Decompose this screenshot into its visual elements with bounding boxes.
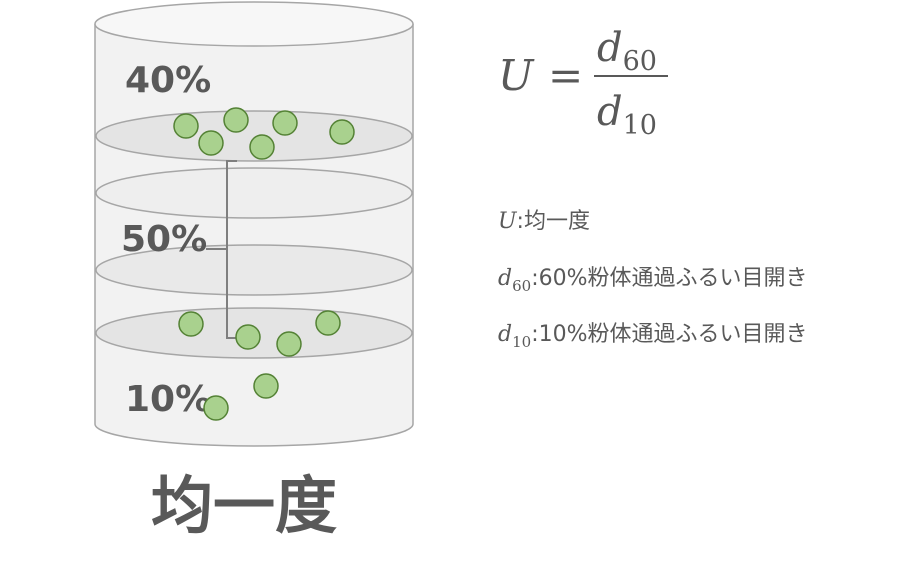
particle [198,130,224,156]
cylinder-top [94,1,414,47]
particle [203,395,229,421]
diagram-title: 均一度 [151,469,337,542]
particle [223,107,249,133]
uniformity-equation: U = d60 d10 [498,25,668,141]
particle [272,110,298,136]
legend-item-d10: d10:10%粉体通過ふるい目開き [498,322,808,351]
equation-lhs: U [498,51,535,100]
sieve-disc [95,244,413,296]
particle [178,311,204,337]
level-label-40: 40% [125,60,211,101]
equation-numerator: d60 [597,25,657,77]
level-label-10: 10% [125,379,211,420]
particle [315,310,341,336]
particle [276,331,302,357]
sieve-disc [95,167,413,219]
particle [249,134,275,160]
particles [173,107,355,421]
equation-denominator: d10 [597,89,657,141]
equation-operator: = [548,51,583,100]
level-label-50: 50% [121,219,207,260]
legend-item-d60: d60:60%粉体通過ふるい目開き [498,266,808,295]
particle [235,324,261,350]
particle [329,119,355,145]
particle [253,373,279,399]
range-bracket [206,160,237,339]
particle [173,113,199,139]
legend-item-u: U:均一度 [498,209,590,234]
legend: U:均一度 d60:60%粉体通過ふるい目開き d10:10%粉体通過ふるい目開… [498,209,808,351]
